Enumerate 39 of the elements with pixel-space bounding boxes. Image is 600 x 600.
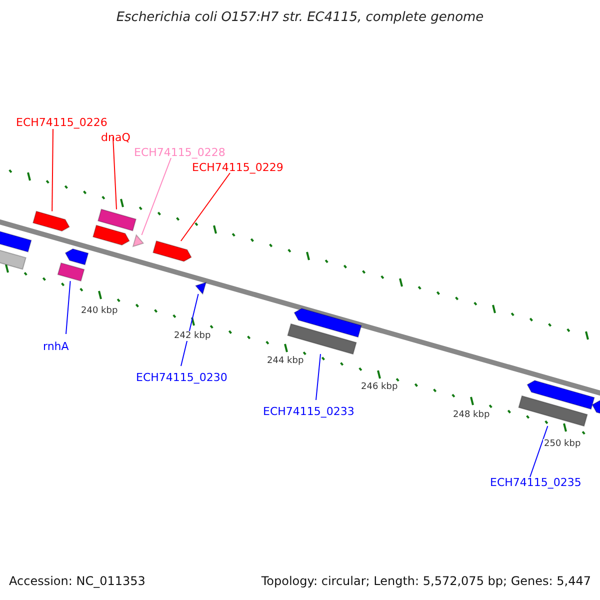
gene-label: rnhA xyxy=(43,340,69,353)
tick-label: 244 kbp xyxy=(266,356,305,366)
tick-label: 248 kbp xyxy=(452,410,491,420)
tick-label: 246 kbp xyxy=(360,382,399,392)
gene-label: ECH74115_0235 xyxy=(490,476,582,489)
gene-feature xyxy=(294,308,362,338)
tick-label: 242 kbp xyxy=(173,331,212,341)
leader-line xyxy=(66,280,71,334)
gene-feature xyxy=(57,262,85,282)
title: Escherichia coli O157:H7 str. EC4115, complete genome xyxy=(115,10,485,25)
leader-line xyxy=(112,136,117,210)
leader-line xyxy=(180,294,199,366)
gene-feature xyxy=(92,224,130,246)
leader-line xyxy=(141,158,172,236)
gene-label: dnaQ xyxy=(101,131,130,144)
gene-label: ECH74115_0226 xyxy=(16,116,108,129)
leader-line xyxy=(180,172,230,242)
gene-feature xyxy=(32,210,70,232)
gene-label: ECH74115_0228 xyxy=(134,146,226,159)
leader-line xyxy=(316,354,321,400)
footer-text: Accession: NC_011353 xyxy=(9,574,146,588)
tick-label: 250 kbp xyxy=(543,439,582,449)
leader-line xyxy=(530,426,548,478)
gene-feature xyxy=(518,395,588,427)
gene-feature xyxy=(0,229,32,253)
leader-line xyxy=(52,128,54,212)
gene-label: ECH74115_0230 xyxy=(136,371,228,384)
gene-feature xyxy=(64,248,89,266)
tick-label: 240 kbp xyxy=(80,306,119,316)
gene-feature xyxy=(526,380,595,410)
gene-label: ECH74115_0229 xyxy=(192,161,284,174)
gene-feature xyxy=(287,323,357,355)
gene-feature xyxy=(97,208,137,232)
footer-text: Topology: circular; Length: 5,572,075 bp; Genes: 5,447 xyxy=(261,574,591,588)
gene-label: ECH74115_0233 xyxy=(263,405,354,418)
gene-feature xyxy=(132,234,144,248)
gene-feature xyxy=(592,400,600,416)
gene-feature xyxy=(152,240,192,262)
gene-feature xyxy=(194,282,207,296)
